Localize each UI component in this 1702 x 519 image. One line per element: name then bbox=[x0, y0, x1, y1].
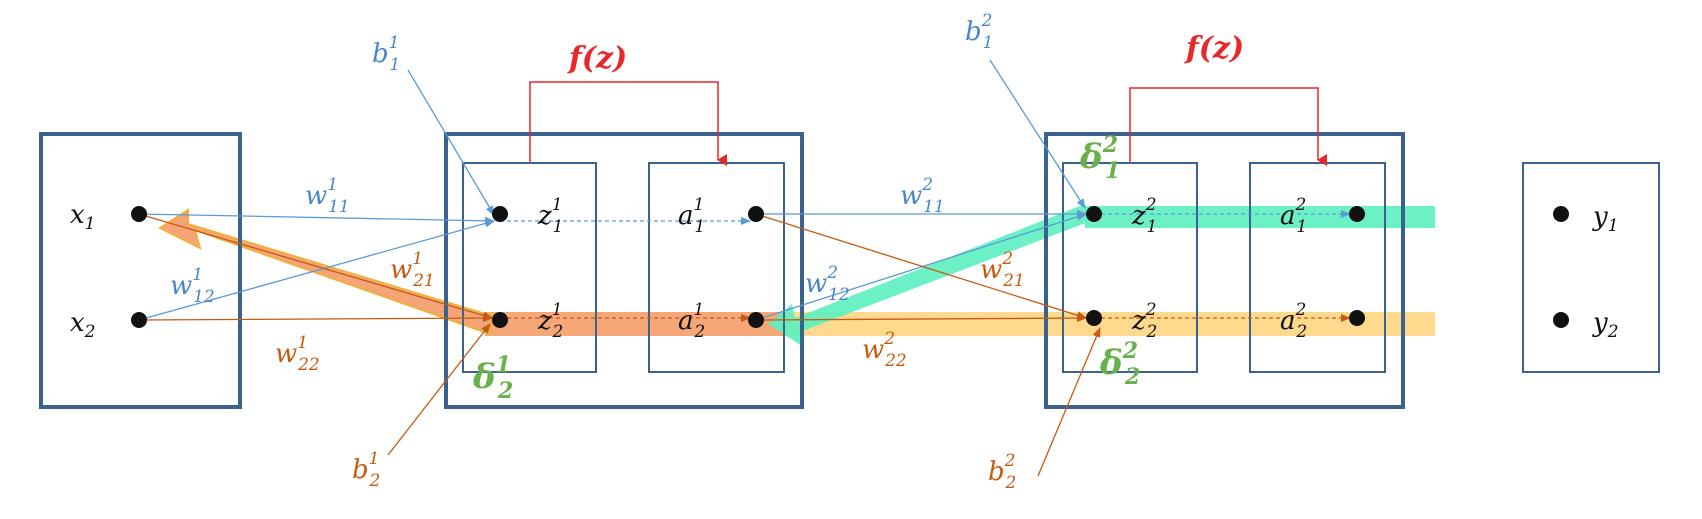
edge-x1-z1 bbox=[138, 213, 495, 225]
node-a2-l2 bbox=[1349, 310, 1365, 326]
edge-b1-2 bbox=[989, 59, 1086, 209]
activation-brackets bbox=[529, 81, 1327, 166]
hidden-layer-2-a-box bbox=[1249, 162, 1386, 373]
activation-bracket-2 bbox=[1129, 87, 1327, 166]
edge-x1-z2 bbox=[138, 213, 493, 320]
node-a1-l1 bbox=[748, 206, 764, 222]
node-z2-l2 bbox=[1086, 310, 1102, 326]
node-a1-l2 bbox=[1349, 206, 1365, 222]
node-z2-l1 bbox=[492, 312, 508, 328]
activation-label-1: f(z) bbox=[567, 41, 627, 76]
node-x2 bbox=[131, 312, 147, 328]
node-a2-l1 bbox=[748, 312, 764, 328]
edge-b2-2 bbox=[1037, 327, 1101, 477]
label-x1: x1 bbox=[70, 200, 96, 234]
salmon-band bbox=[485, 312, 785, 336]
hidden-layer-1-box bbox=[444, 132, 804, 409]
salmon-arrow-band bbox=[157, 208, 494, 336]
node-y2 bbox=[1553, 312, 1569, 328]
hidden-layer-1-a-box bbox=[648, 162, 785, 373]
edge-a2-z1-l2 bbox=[755, 212, 1087, 321]
layer-boxes bbox=[39, 132, 1660, 409]
activation-label-2: f(z) bbox=[1184, 31, 1244, 66]
label-x2: x2 bbox=[70, 308, 96, 342]
label-y1: y1 bbox=[1592, 202, 1619, 236]
connections bbox=[138, 59, 1351, 477]
edge-a2-z2-l2 bbox=[755, 314, 1087, 323]
label-y2: y2 bbox=[1592, 308, 1619, 342]
edge-a1-z2-l2 bbox=[755, 213, 1087, 320]
edge-x2-z1 bbox=[138, 219, 495, 321]
node-y1 bbox=[1553, 206, 1569, 222]
input-layer-box bbox=[39, 132, 242, 409]
nodes bbox=[131, 206, 1569, 328]
highlight-bands bbox=[157, 204, 1435, 346]
edge-b2-1 bbox=[387, 323, 491, 456]
edge-b1-1 bbox=[407, 69, 495, 216]
activation-bracket-1 bbox=[529, 81, 727, 166]
node-x1 bbox=[131, 206, 147, 222]
hidden-layer-2-box bbox=[1044, 132, 1405, 409]
edge-x2-z2 bbox=[138, 314, 493, 323]
output-layer-box bbox=[1522, 162, 1660, 373]
node-z1-l1 bbox=[492, 206, 508, 222]
hidden-layer-1-z-box bbox=[462, 162, 597, 373]
node-z1-l2 bbox=[1086, 206, 1102, 222]
